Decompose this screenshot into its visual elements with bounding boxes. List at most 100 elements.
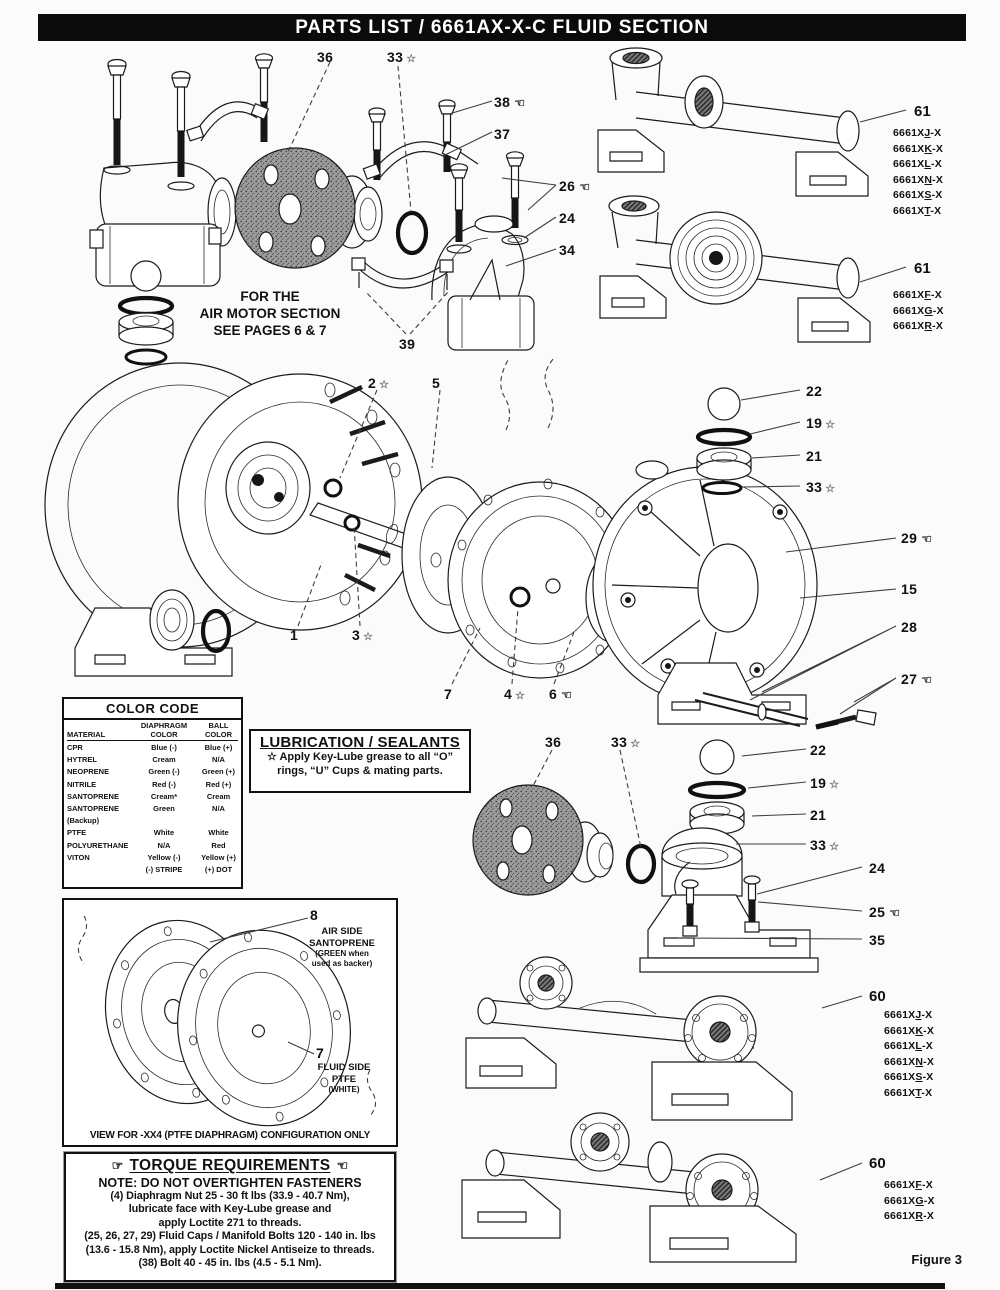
part-callout-19: 19☆ xyxy=(810,775,840,791)
col-material: MATERIAL xyxy=(67,729,106,739)
model-number: 6661XT-X xyxy=(893,204,942,217)
model-number: 6661XF-X xyxy=(893,289,942,301)
model-number: 6661XN-X xyxy=(893,173,944,186)
star-icon: ☆ xyxy=(406,53,417,65)
torque-lines: (4) Diaphragm Nut 25 - 30 ft lbs (33.9 -… xyxy=(66,1190,394,1270)
part-callout-33: 33☆ xyxy=(611,734,641,750)
air-motor-note-line: SEE PAGES 6 & 7 xyxy=(213,323,327,338)
part-callout-36: 36 xyxy=(545,734,562,750)
part-callout-39: 39 xyxy=(399,336,416,352)
model-number: 6661XJ-X xyxy=(884,1009,933,1021)
bottom-rule xyxy=(55,1283,945,1289)
callout-7: 7 xyxy=(316,1045,324,1061)
torque-line: apply Loctite 271 to threads. xyxy=(158,1216,302,1229)
part-callout-21: 21 xyxy=(806,448,823,464)
model-number: 6661XT-X xyxy=(884,1086,933,1099)
color-code-row: (-) STRIPE(+) DOT xyxy=(145,865,233,875)
diaphragm-view-caption: VIEW FOR -XX4 (PTFE DIAPHRAGM) CONFIGURA… xyxy=(89,1130,371,1141)
figure-label: Figure 3 xyxy=(911,1252,962,1267)
air-motor-note: FOR THE AIR MOTOR SECTION SEE PAGES 6 & … xyxy=(190,288,350,339)
page-title: PARTS LIST / 6661AX-X-C FLUID SECTION xyxy=(38,14,966,41)
torque-line: lubricate face with Key-Lube grease and xyxy=(128,1203,332,1216)
callout-8: 8 xyxy=(310,907,318,923)
model-number: 6661XJ-X xyxy=(893,127,942,139)
part-callout-1: 1 xyxy=(290,627,299,643)
lubrication-line: ☆ Apply Key-Lube grease to all “O” xyxy=(266,751,454,763)
header-rule xyxy=(67,740,238,741)
part-callout-19: 19☆ xyxy=(806,415,836,431)
model-number: 6661XG-X xyxy=(893,304,944,317)
pointing-hand-icon: ☜ xyxy=(889,906,901,920)
part-callout-29: 29☜ xyxy=(901,530,933,546)
part-callout-25: 25☜ xyxy=(869,904,901,920)
torque-line: (13.6 - 15.8 Nm), apply Loctite Nickel A… xyxy=(85,1243,375,1256)
leader-lines xyxy=(288,62,906,1180)
ptfe-diaphragm-view-box: 8 AIR SIDE SANTOPRENE (GREEN when used a… xyxy=(62,898,398,1147)
model-number: 6661XS-X xyxy=(893,189,943,202)
bottom-manifold-one-art xyxy=(466,957,792,1120)
assembly-callout-60: 60 xyxy=(869,988,886,1005)
part-callout-37: 37 xyxy=(494,126,511,142)
assembly-callout-61: 61 xyxy=(914,103,931,120)
color-code-title: COLOR CODE xyxy=(64,699,241,720)
lubrication-sealants-box: LUBRICATION / SEALANTS ☆ Apply Key-Lube … xyxy=(249,729,471,793)
model-list: 6661XF-X 6661XG-X 6661XR-X xyxy=(893,288,944,335)
part-callout-7: 7 xyxy=(444,686,453,702)
pointing-hand-icon: ☜ xyxy=(514,96,526,110)
part-callout-28: 28 xyxy=(901,619,918,635)
center-exploded-art xyxy=(45,358,876,727)
model-number: 6661XF-X xyxy=(884,1179,933,1191)
torque-title: ☞TORQUE REQUIREMENTS☜ xyxy=(111,1157,349,1174)
pointing-hand-icon: ☜ xyxy=(921,673,933,687)
part-callout-4: 4☆ xyxy=(504,686,526,702)
pointing-hand-icon: ☜ xyxy=(921,532,933,546)
part-callout-15: 15 xyxy=(901,581,918,597)
top-manifold-one-art xyxy=(598,48,868,196)
star-icon: ☆ xyxy=(829,841,840,853)
part-callout-27: 27☜ xyxy=(901,671,933,687)
torque-requirements-box: ☞TORQUE REQUIREMENTS☜ NOTE: DO NOT OVERT… xyxy=(63,1151,397,1283)
diaphragm-view-art xyxy=(77,915,377,1127)
part-callout-24: 24 xyxy=(559,210,576,226)
model-number: 6661XS-X xyxy=(884,1071,934,1084)
star-icon: ☆ xyxy=(829,779,840,791)
top-left-assembly-art xyxy=(90,54,534,364)
air-motor-note-line: AIR MOTOR SECTION xyxy=(199,306,341,321)
assembly-callout-60: 60 xyxy=(869,1155,886,1172)
part-callout-34: 34 xyxy=(559,242,576,258)
fluid-side-label: FLUID SIDE PTFE (WHITE) xyxy=(317,1062,371,1094)
star-icon: ☆ xyxy=(825,483,836,495)
part-callout-33: 33☆ xyxy=(810,837,840,853)
lubrication-title: LUBRICATION / SEALANTS xyxy=(260,734,460,751)
part-callout-6: 6☜ xyxy=(549,686,573,702)
part-callout-33: 33☆ xyxy=(806,479,836,495)
model-number: 6661XR-X xyxy=(893,320,944,333)
pointing-hand-left-icon: ☜ xyxy=(336,1158,349,1173)
top-manifold-two-art xyxy=(600,196,870,342)
bottom-manifold-two-art xyxy=(462,1113,796,1262)
part-callout-3: 3☆ xyxy=(352,627,374,643)
pointing-hand-icon: ☜ xyxy=(579,180,591,194)
pointing-hand-right-icon: ☞ xyxy=(111,1158,124,1173)
torque-line: (38) Bolt 40 - 45 in. lbs (4.5 - 5.1 Nm)… xyxy=(138,1257,322,1270)
part-callout-5: 5 xyxy=(432,375,441,391)
star-icon: ☆ xyxy=(825,419,836,431)
model-number: 6661XL-X xyxy=(884,1040,933,1053)
lubrication-line: rings, “U” Cups & mating parts. xyxy=(277,764,443,777)
